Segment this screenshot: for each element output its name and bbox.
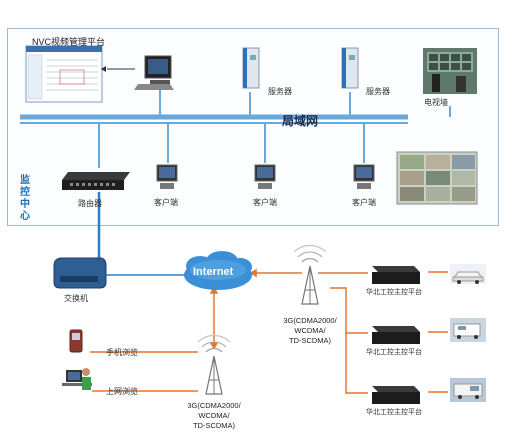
workstation-icon: [134, 55, 174, 90]
switch-icon: [53, 257, 107, 289]
lan-label: 局域网: [282, 114, 319, 128]
router-label: 路由器: [78, 199, 102, 208]
dvr-label: 华北工控主控平台: [366, 289, 422, 296]
dvr-label: 华北工控主控平台: [366, 349, 422, 356]
tower-label-line1: 3G(CDMA2000/: [187, 401, 241, 410]
tower-label-line2: WCDMA/: [198, 411, 230, 420]
server-label: 服务器: [268, 87, 292, 96]
surveillance-screenshot: [396, 151, 478, 205]
platform-screenshot: [25, 45, 103, 103]
tower-label-line3: TD-SCDMA): [192, 421, 236, 430]
dvr-unit-icon: [372, 386, 420, 404]
switch-label: 交换机: [64, 294, 88, 303]
tv-wall-photo: [423, 48, 477, 94]
cell-tower-icon: [197, 335, 231, 395]
web-user-icon: [62, 368, 92, 390]
internet-label: Internet: [193, 266, 234, 278]
client-pc-icon: [353, 164, 375, 189]
client-label: 客户端: [154, 198, 178, 207]
lan-drops: [98, 90, 451, 168]
client-pc-icon: [254, 164, 276, 189]
taxi-photo: [450, 264, 486, 284]
client-label: 客户端: [352, 198, 376, 207]
web-label: 上网浏览: [106, 387, 138, 396]
server-icon: [341, 47, 359, 89]
ambulance-photo: [450, 318, 486, 342]
tower-label-line2: WCDMA/: [294, 326, 326, 335]
mobile-phone-icon: [69, 329, 83, 353]
dvr-unit-icon: [372, 266, 420, 284]
router-icon: [62, 172, 130, 190]
arrow-head: [101, 66, 106, 72]
server-icon: [242, 47, 260, 89]
tower-label-1: 3G(CDMA2000/ WCDMA/ TD-SCDMA): [270, 316, 350, 346]
internet-cloud: [184, 251, 252, 290]
client-pc-icon: [156, 164, 178, 189]
dvr-label: 华北工控主控平台: [366, 409, 422, 416]
lan-backbone: [20, 114, 408, 124]
tower-label-line1: 3G(CDMA2000/: [283, 316, 337, 325]
client-label: 客户端: [253, 198, 277, 207]
tower-label-2: 3G(CDMA2000/ WCDMA/ TD-SCDMA): [174, 401, 254, 431]
center-label: 监控中心: [20, 175, 30, 222]
mobile-label: 手机浏览: [106, 348, 138, 357]
tower-label-line3: TD-SCDMA): [288, 336, 332, 345]
cell-tower-icon: [293, 245, 327, 305]
dvr-unit-icon: [372, 326, 420, 344]
platform-title: NVC视频管理平台: [32, 37, 106, 47]
tvwall-label: 电视墙: [424, 98, 448, 107]
van-photo: [450, 378, 486, 402]
server-label: 服务器: [366, 87, 390, 96]
